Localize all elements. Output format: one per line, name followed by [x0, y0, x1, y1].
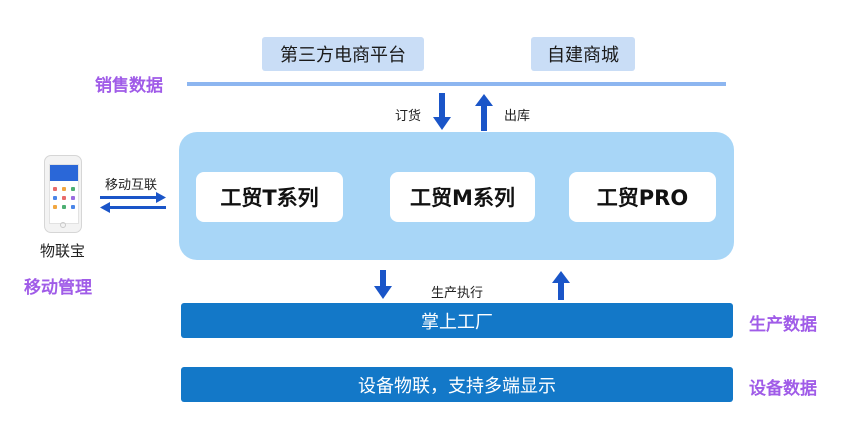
channel-third-party-ecommerce: 第三方电商平台 [262, 37, 424, 71]
app-dot-icon [62, 187, 66, 191]
factory-bar: 掌上工厂 [181, 303, 733, 338]
app-name-label: 物联宝 [40, 242, 86, 260]
phone-header [50, 165, 78, 181]
production-data-label: 生产数据 [749, 315, 817, 335]
phone-screen [49, 164, 79, 224]
production-arrow-down-icon [374, 270, 392, 299]
product-m-series: 工贸M系列 [390, 172, 535, 222]
device-iot-bar: 设备物联，支持多端显示 [181, 367, 733, 402]
production-exec-label: 生产执行 [431, 286, 484, 301]
outbound-arrow-up-icon [475, 94, 493, 131]
factory-bar-label: 掌上工厂 [421, 311, 493, 333]
app-dot-icon [53, 205, 57, 209]
device-data-label: 设备数据 [749, 379, 817, 399]
phone-home-button [60, 222, 66, 228]
channel-label: 自建商城 [547, 45, 619, 66]
app-dot-icon [71, 205, 75, 209]
outbound-label: 出库 [504, 109, 531, 124]
mobile-link-label: 移动互联 [105, 178, 158, 193]
product-t-series: 工贸T系列 [196, 172, 343, 222]
product-label: 工贸T系列 [220, 186, 319, 210]
product-label: 工贸M系列 [410, 186, 515, 210]
production-arrow-up-icon [552, 271, 570, 300]
phone-app-icon [44, 155, 82, 233]
product-pro: 工贸PRO [569, 172, 716, 222]
app-dot-icon [62, 196, 66, 200]
channel-label: 第三方电商平台 [280, 45, 406, 66]
sales-data-label: 销售数据 [95, 76, 163, 96]
mobile-management-label: 移动管理 [24, 278, 92, 298]
product-label: 工贸PRO [596, 186, 689, 210]
app-dot-icon [71, 187, 75, 191]
bidirectional-arrow-icon [100, 192, 166, 213]
app-dot-icon [71, 196, 75, 200]
app-dot-icon [53, 187, 57, 191]
device-bar-label: 设备物联，支持多端显示 [358, 375, 556, 397]
channel-self-built-mall: 自建商城 [531, 37, 635, 71]
app-dot-icon [53, 196, 57, 200]
app-dot-icon [62, 205, 66, 209]
order-label: 订货 [395, 109, 422, 124]
order-arrow-down-icon [433, 93, 451, 130]
sales-channel-line [187, 82, 726, 86]
